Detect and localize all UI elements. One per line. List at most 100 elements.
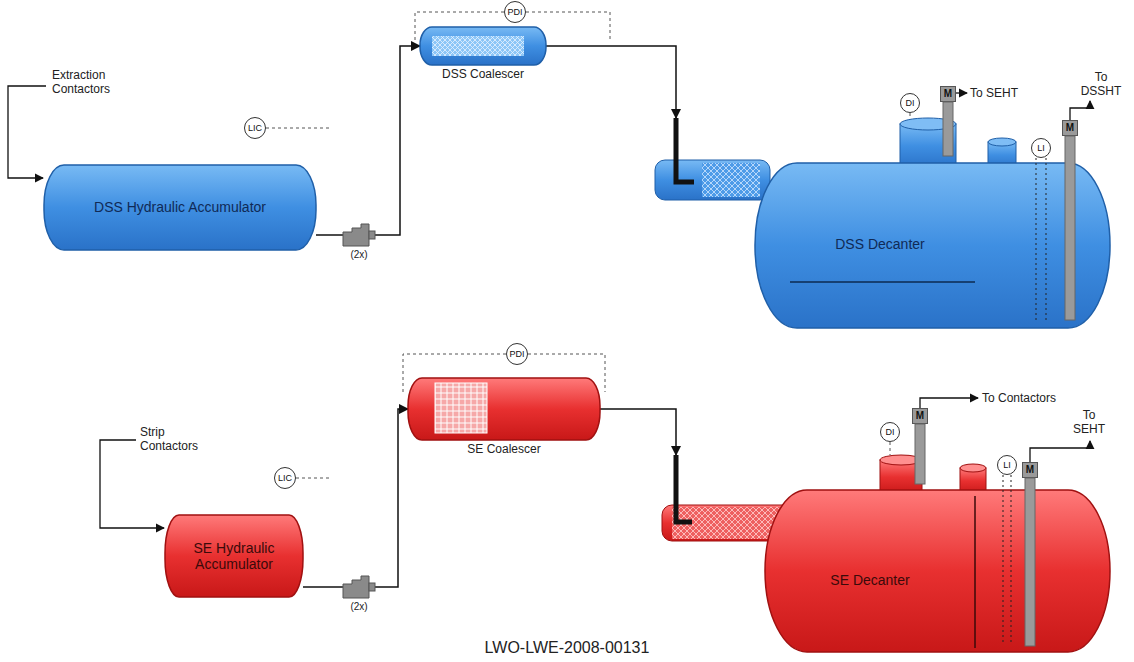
- signal-line: [910, 113, 911, 119]
- flow-label: Extraction Contactors: [52, 68, 124, 96]
- accumulator-vessel: SE Hydraulic Accumulator: [165, 515, 303, 597]
- node-text: SE Decanter: [830, 572, 909, 588]
- level-probe: [1046, 158, 1047, 322]
- flow-label: To Contactors: [982, 391, 1056, 405]
- motor-box: M: [1022, 462, 1038, 478]
- text-area: DI: [881, 423, 899, 441]
- process-pipe: [316, 234, 343, 236]
- process-pipe: [303, 586, 343, 588]
- instrument-bubble: DI: [880, 422, 900, 442]
- coalescer-media: [435, 383, 487, 433]
- document-caption: LWO-LWE-2008-00131: [440, 638, 694, 657]
- outlet-line: [1030, 441, 1090, 462]
- vessel-shape: [343, 576, 375, 598]
- vessel-shape: [655, 455, 1112, 655]
- pump-body: [343, 576, 369, 598]
- text-area: SE Hydraulic Accumulator: [165, 515, 303, 597]
- vessel-body: [420, 27, 546, 65]
- node-text: LIC: [248, 123, 262, 133]
- signal-line: [890, 442, 891, 455]
- text-area: M: [913, 409, 927, 423]
- text-area: LIC: [275, 468, 295, 488]
- node-text: DSS Coalescer: [442, 68, 524, 82]
- text-area: LIC: [245, 118, 265, 138]
- text-area: DSS Decanter: [800, 222, 960, 266]
- instrument-bubble: LI: [997, 455, 1017, 475]
- instrument-bubble: LIC: [274, 467, 296, 489]
- node-text: DSS Hydraulic Accumulator: [94, 199, 266, 215]
- pump-shaft: [1025, 478, 1035, 646]
- dip-pipe: [676, 455, 692, 522]
- node-text: DSS Decanter: [835, 236, 924, 252]
- inlet-pipe: [655, 160, 770, 200]
- node-text: SE Coalescer: [467, 443, 540, 457]
- accumulator-vessel: DSS Hydraulic Accumulator: [44, 165, 316, 250]
- interface-line: [790, 281, 975, 283]
- text-area: DI: [901, 94, 919, 112]
- flow-label: To SEHT: [1066, 408, 1112, 436]
- vessel-body: [408, 378, 600, 440]
- pump-symbol: (2x): [343, 576, 375, 598]
- pump-shaft: [943, 102, 953, 156]
- instrument-bubble: PDI: [506, 343, 528, 365]
- vessel-shape: [343, 224, 375, 246]
- flow-label: To SEHT: [970, 86, 1018, 100]
- node-text: PDI: [509, 349, 524, 359]
- text-area: SE Decanter: [800, 558, 940, 602]
- node-text: DI: [886, 427, 895, 437]
- instrument-bubble: LI: [1031, 138, 1051, 158]
- node-text: DI: [906, 98, 915, 108]
- text-area: M: [1063, 121, 1077, 135]
- text-area: (2x): [350, 249, 367, 261]
- node-text: M: [1066, 122, 1074, 134]
- level-probe: [1036, 158, 1037, 322]
- text-area: DSS Hydraulic Accumulator: [44, 165, 316, 250]
- node-text: (2x): [350, 601, 367, 613]
- text-area: LI: [1032, 139, 1050, 157]
- coalescer-vessel: DSS Coalescer: [420, 27, 546, 65]
- outlet-line: [956, 92, 967, 93]
- vessel-body: [165, 515, 303, 597]
- flow-label: To DSSHT: [1076, 70, 1126, 98]
- pump-shaft: [1065, 136, 1075, 320]
- inlet-media: [702, 163, 760, 197]
- process-pipe: [375, 46, 420, 235]
- vessel-body: [44, 165, 316, 250]
- vessel-shape: [648, 118, 1112, 330]
- text-area: DSS Coalescer: [442, 68, 524, 82]
- dip-pipe: [676, 118, 694, 182]
- process-pipe: [375, 409, 408, 587]
- process-pipe: [546, 46, 676, 118]
- coalescer-vessel: SE Coalescer: [408, 378, 600, 440]
- pump-outlet: [369, 583, 375, 591]
- node-text: (2x): [350, 249, 367, 261]
- decanter-vessel: SE Decanter: [655, 455, 1112, 655]
- signal-line: [296, 478, 330, 479]
- level-probe: [1003, 475, 1004, 645]
- pump-outlet: [369, 231, 375, 239]
- text-area: (2x): [350, 601, 367, 613]
- riser-top: [988, 138, 1016, 146]
- decanter-vessel: DSS Decanter: [648, 118, 1112, 330]
- node-text: M: [916, 410, 924, 422]
- coalescer-media: [432, 36, 524, 56]
- motor-box: M: [940, 86, 956, 102]
- weir-line: [974, 496, 976, 648]
- pump-symbol: (2x): [343, 224, 375, 246]
- motor-box: M: [912, 408, 928, 424]
- instrument-bubble: DI: [900, 93, 920, 113]
- instrument-bubble: LIC: [244, 117, 266, 139]
- vessel-shape: [420, 27, 546, 65]
- level-probe: [1011, 475, 1012, 645]
- node-text: M: [944, 88, 952, 100]
- node-text: PDI: [507, 7, 522, 17]
- text-area: SE Coalescer: [467, 443, 540, 457]
- outlet-line: [920, 398, 978, 408]
- node-text: M: [1026, 464, 1034, 476]
- feed-line: [100, 440, 164, 528]
- motor-box: M: [1062, 120, 1078, 136]
- riser-top: [960, 464, 986, 472]
- pump-body: [343, 224, 369, 246]
- text-area: PDI: [507, 344, 527, 364]
